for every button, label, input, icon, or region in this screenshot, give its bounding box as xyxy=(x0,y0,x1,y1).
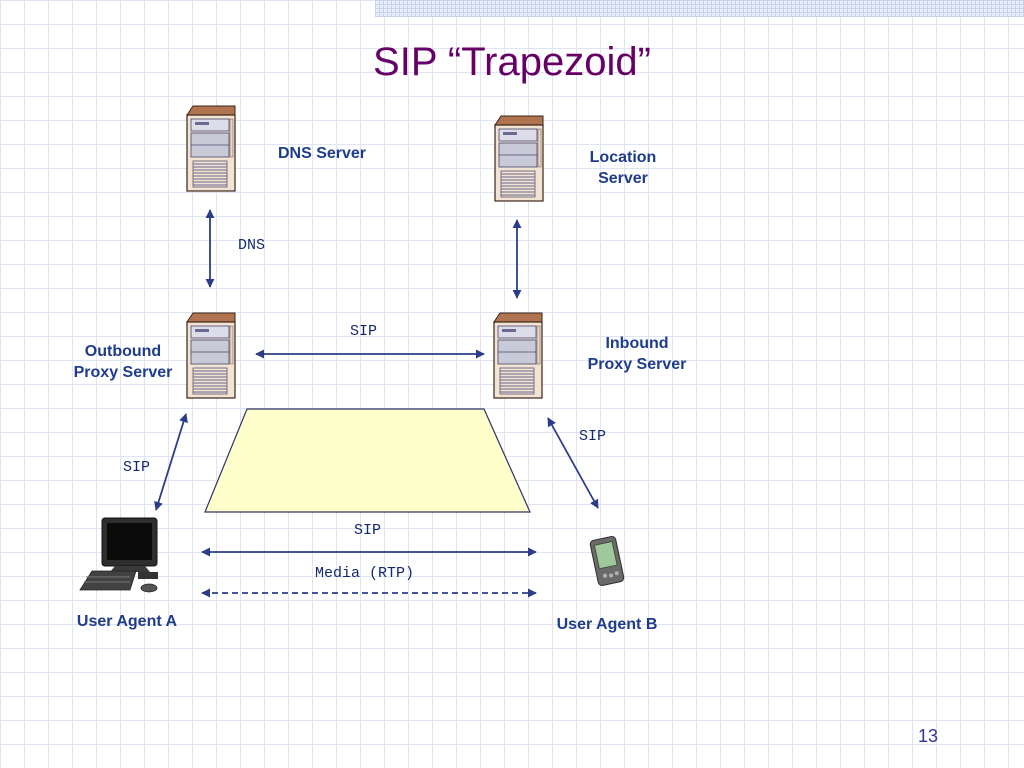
user-agent-a-label: User Agent A xyxy=(76,613,178,630)
inbound-proxy-label: Inbound Proxy Server xyxy=(574,333,700,375)
inbound-proxy-server-icon xyxy=(493,312,543,399)
header-band xyxy=(375,0,1024,17)
proxy-sip-label: SIP xyxy=(350,323,378,340)
outbound-proxy-label-line2: Proxy Server xyxy=(73,364,173,381)
page-title: SIP “Trapezoid” xyxy=(373,40,651,84)
dns-server-icon xyxy=(186,105,236,192)
location-server-label-line1: Location xyxy=(589,149,657,166)
inbound-proxy-label-line2: Proxy Server xyxy=(587,356,687,373)
slide-number: 13 xyxy=(917,726,938,746)
location-server-label-line2: Server xyxy=(598,170,648,187)
outbound-proxy-label-line1: Outbound xyxy=(84,343,162,360)
computer-icon xyxy=(79,517,158,593)
direct-sip-label: SIP xyxy=(354,522,382,539)
inbound-proxy-label-line1: Inbound xyxy=(605,335,669,352)
outbound-proxy-label: Outbound Proxy Server xyxy=(60,341,186,383)
dns-server-label: DNS Server xyxy=(277,145,367,162)
dns-link-label: DNS xyxy=(238,237,266,254)
location-server-icon xyxy=(494,115,544,202)
outbound-proxy-server-icon xyxy=(186,312,236,399)
sip-trapezoid xyxy=(204,408,531,513)
ua-a-sip-arrow xyxy=(154,413,188,511)
ua-b-sip-label: SIP xyxy=(579,428,607,445)
user-agent-b-label: User Agent B xyxy=(556,616,658,633)
pda-icon xyxy=(589,536,625,586)
ua-a-sip-label: SIP xyxy=(123,459,151,476)
ua-b-sip-arrow xyxy=(547,417,599,509)
media-rtp-label: Media (RTP) xyxy=(315,565,415,582)
location-server-label: Location Server xyxy=(572,147,674,189)
